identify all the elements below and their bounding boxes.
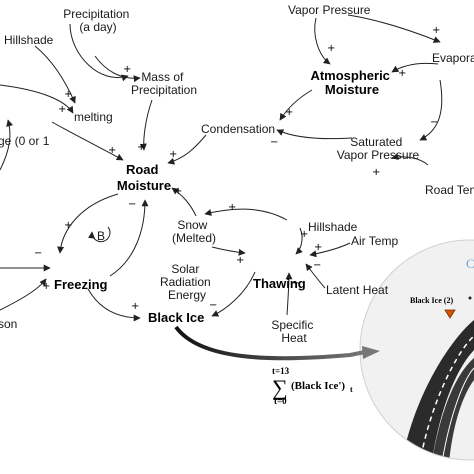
svg-text:−: − bbox=[270, 137, 278, 148]
road-inset bbox=[360, 240, 474, 460]
loop-b-label: B bbox=[97, 229, 105, 243]
node-mass-of-precipitation: Mass of Precipitation bbox=[131, 70, 197, 97]
formula-upper-limit: t=13 bbox=[272, 366, 290, 376]
svg-text:+: + bbox=[372, 167, 380, 178]
svg-text:+: + bbox=[58, 104, 66, 115]
svg-text:+: + bbox=[285, 107, 293, 118]
svg-text:+: + bbox=[131, 301, 139, 312]
node-hillshade-top: Hillshade bbox=[4, 33, 54, 47]
causal-links bbox=[0, 23, 351, 322]
node-specific-heat: Specific Heat bbox=[271, 318, 316, 345]
node-hillshade-mid: Hillshade bbox=[308, 220, 358, 234]
svg-text:+: + bbox=[300, 229, 308, 240]
node-solar-radiation-energy: Solar Radiation Energy bbox=[160, 262, 214, 302]
node-snow-melted: Snow (Melted) bbox=[172, 218, 216, 245]
svg-text:+: + bbox=[314, 242, 322, 253]
node-saturated-vapor-pressure: Saturated Vapor Pressure bbox=[337, 135, 420, 162]
svg-text:+: + bbox=[64, 89, 72, 100]
polarity-signs: + + + + + + + + + − − + + + − + + − − + … bbox=[34, 25, 440, 312]
svg-text:−: − bbox=[292, 278, 300, 289]
svg-text:−: − bbox=[313, 260, 321, 271]
formula-sigma: ∑ bbox=[272, 375, 288, 400]
node-air-temp: Air Temp bbox=[351, 234, 398, 248]
svg-text:+: + bbox=[137, 142, 145, 153]
svg-text:+: + bbox=[169, 149, 177, 160]
node-precipitation: Precipitation (a day) bbox=[63, 7, 132, 34]
svg-text:+: + bbox=[174, 186, 182, 197]
node-road-temp: Road Tem bbox=[425, 183, 474, 197]
svg-text:+: + bbox=[228, 202, 236, 213]
svg-text:+: + bbox=[398, 68, 406, 79]
node-thawing: Thawing bbox=[253, 276, 306, 291]
svg-text:+: + bbox=[64, 220, 72, 231]
inset-black-ice-label: Black Ice (2) bbox=[410, 296, 453, 305]
svg-text:−: − bbox=[209, 300, 217, 311]
svg-text:−: − bbox=[430, 117, 438, 128]
node-evapora: Evapora bbox=[432, 51, 474, 65]
node-road-moisture: Road Moisture bbox=[117, 162, 171, 193]
causal-links-upper-right bbox=[276, 14, 443, 166]
formula-subscript: t bbox=[350, 385, 353, 394]
svg-text:+: + bbox=[108, 145, 116, 156]
svg-text:−: − bbox=[128, 199, 136, 210]
summation-arrow bbox=[174, 325, 366, 361]
svg-text:+: + bbox=[42, 281, 50, 292]
node-condensation: Condensation bbox=[201, 122, 275, 136]
svg-text:−: − bbox=[34, 248, 42, 259]
svg-text:+: + bbox=[432, 25, 440, 36]
formula-expression: (Black Ice') bbox=[291, 380, 345, 392]
node-vapor-pressure: Vapor Pressure bbox=[288, 3, 371, 17]
summation-formula: t=13 ∑ (Black Ice') t t=0 bbox=[272, 366, 353, 406]
node-edge-partial: ge (0 or 1 bbox=[0, 134, 50, 148]
node-freezing: Freezing bbox=[54, 277, 108, 292]
node-atmospheric-moisture: Atmospheric Moisture bbox=[310, 68, 393, 97]
node-latent-heat: Latent Heat bbox=[326, 283, 389, 297]
balancing-loop-indicator: B bbox=[88, 226, 111, 243]
inset-edge-text: C bbox=[466, 256, 474, 271]
node-bottom-left-partial: son bbox=[0, 317, 17, 331]
node-labels: Precipitation (a day) Mass of Precipitat… bbox=[0, 3, 474, 345]
svg-text:+: + bbox=[123, 64, 131, 75]
node-melting: melting bbox=[74, 110, 113, 124]
node-black-ice: Black Ice bbox=[148, 310, 204, 325]
svg-text:+: + bbox=[236, 255, 244, 266]
black-ice-marker-icon bbox=[444, 309, 456, 319]
formula-lower-limit: t=0 bbox=[274, 396, 287, 406]
svg-text:+: + bbox=[327, 43, 335, 54]
